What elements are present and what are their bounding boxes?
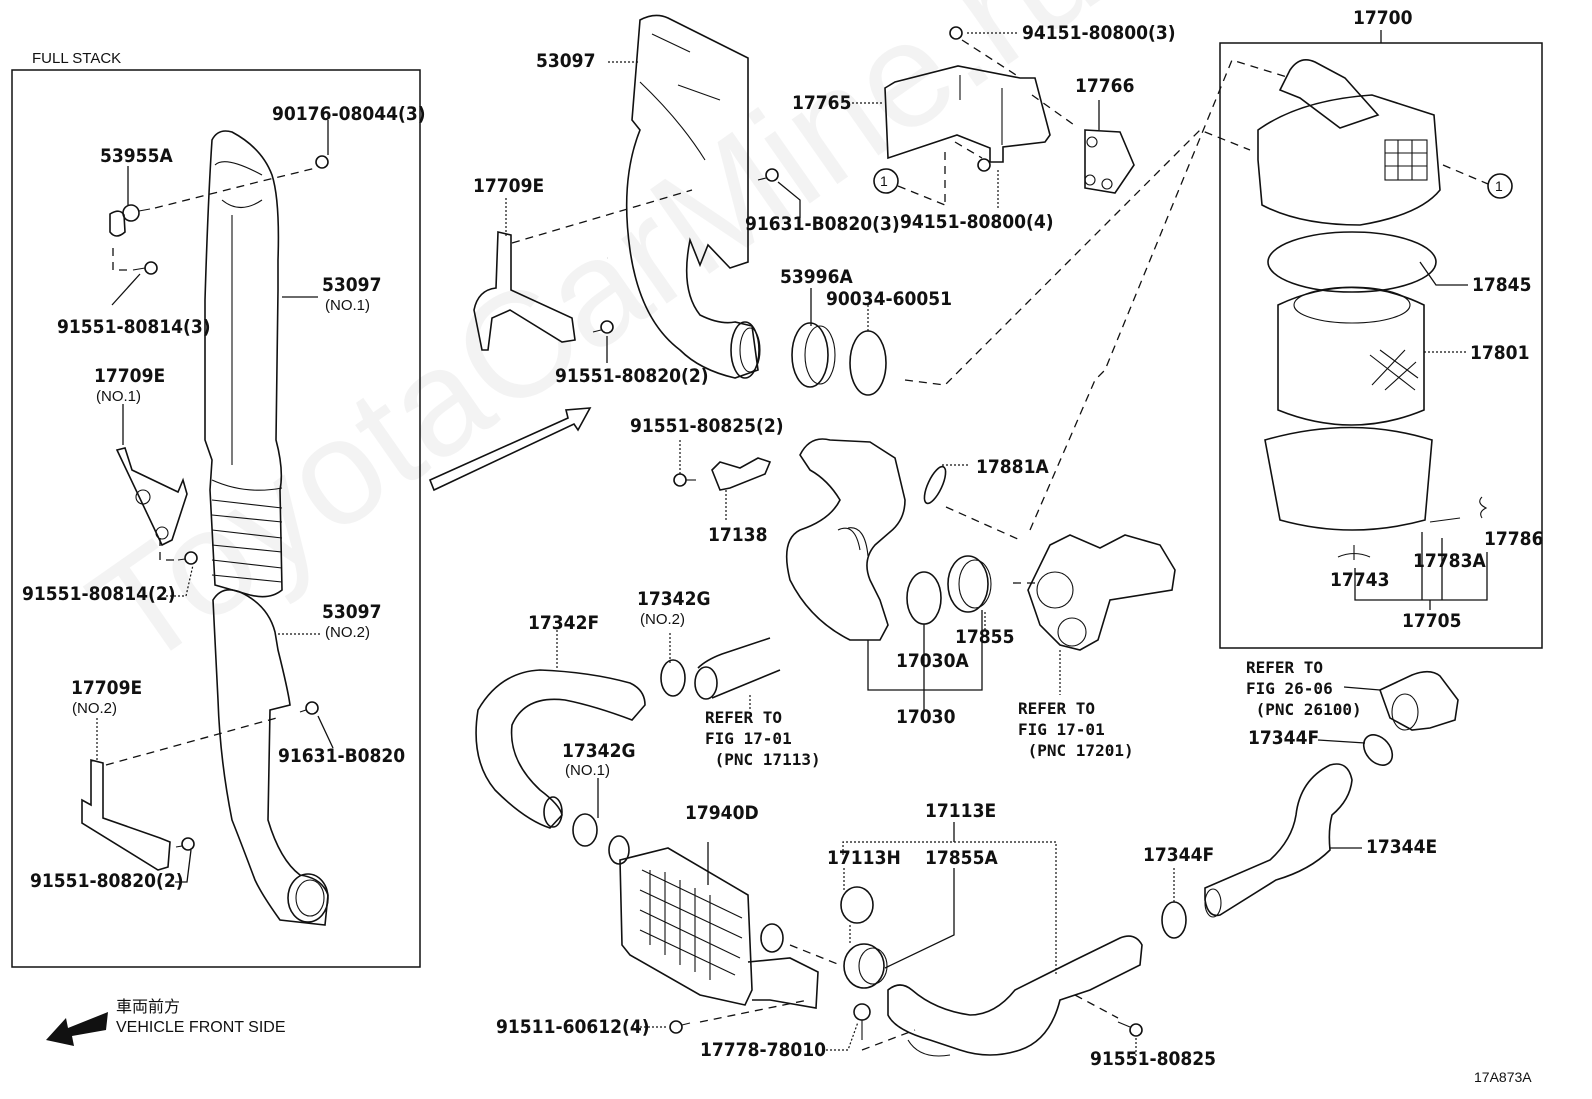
callout-circle-1-right xyxy=(1487,173,1513,199)
part-label-17801[interactable]: 17801 xyxy=(1470,342,1530,364)
part-label-17778-78010[interactable]: 17778-78010 xyxy=(700,1039,827,1061)
part-label-17030[interactable]: 17030 xyxy=(896,706,956,728)
part-label-17786[interactable]: 17786 xyxy=(1484,528,1544,550)
part-label-91551-80820-2-left[interactable]: 91551-80820(2) xyxy=(30,870,184,892)
air-cleaner-cap xyxy=(1257,94,1441,226)
callout-label-1-right: 1 xyxy=(1495,178,1503,194)
vehicle-front-label-en: VEHICLE FRONT SIDE xyxy=(116,1019,286,1036)
bracket-17709E-no2 xyxy=(81,758,171,871)
part-label-17845[interactable]: 17845 xyxy=(1472,274,1532,296)
part-label-17113H[interactable]: 17113H xyxy=(827,847,901,869)
air-inlet-stack-no2 xyxy=(212,589,329,926)
clamp-17344F-bottom xyxy=(1161,901,1187,939)
reference-note-pnc-17113[interactable]: REFER TO FIG 17-01 (PNC 17113) xyxy=(705,708,821,769)
bracket-53955A xyxy=(109,210,126,237)
part-label-53097-no2[interactable]: 53097 xyxy=(322,601,382,623)
filter-element-17801 xyxy=(1277,286,1425,426)
part-label-91551-80820-2-mid[interactable]: 91551-80820(2) xyxy=(555,365,709,387)
part-label-17700[interactable]: 17700 xyxy=(1353,7,1413,29)
hose-17344E xyxy=(1204,763,1353,917)
part-label-17342G-no1[interactable]: 17342G xyxy=(562,740,636,762)
part-label-17342F[interactable]: 17342F xyxy=(528,612,600,634)
part-label-17783A[interactable]: 17783A xyxy=(1413,550,1486,572)
flow-arrow xyxy=(428,407,592,492)
part-label-91511-60612-4[interactable]: 91511-60612(4) xyxy=(496,1016,650,1038)
pipe-17113E xyxy=(887,935,1143,1056)
thermostat-housing xyxy=(1379,670,1459,731)
callout-label-1-left: 1 xyxy=(880,173,888,189)
part-label-17743[interactable]: 17743 xyxy=(1330,569,1390,591)
part-label-17709E-no1[interactable]: 17709E xyxy=(94,365,166,387)
part-label-91551-80825[interactable]: 91551-80825 xyxy=(1090,1048,1217,1070)
part-label-90034-60051[interactable]: 90034-60051 xyxy=(826,288,953,310)
part-label-17344F-top[interactable]: 17344F xyxy=(1248,727,1320,749)
part-label-91551-80825-2[interactable]: 91551-80825(2) xyxy=(630,415,784,437)
part-label-17766[interactable]: 17766 xyxy=(1075,75,1135,97)
reference-note-pnc-26100[interactable]: REFER TO FIG 26-06 (PNC 26100) xyxy=(1246,658,1362,719)
hose-17342F xyxy=(475,669,646,829)
intercooler-17940D xyxy=(619,847,753,1006)
figure-code: 17A873A xyxy=(1474,1069,1532,1085)
full-stack-title: FULL STACK xyxy=(32,50,122,67)
part-label-53955A[interactable]: 53955A xyxy=(100,145,173,167)
part-sublabel-53097-no2: (NO.2) xyxy=(325,624,370,641)
clamp-17342G-no1 xyxy=(572,813,598,847)
part-label-17940D[interactable]: 17940D xyxy=(685,802,759,824)
part-label-17855A[interactable]: 17855A xyxy=(925,847,998,869)
part-sublabel-53097-no1: (NO.1) xyxy=(325,297,370,314)
clamp-17030A xyxy=(906,571,942,625)
hose-17855 xyxy=(947,555,989,613)
part-label-17855[interactable]: 17855 xyxy=(955,626,1015,648)
bracket-17709E-no1 xyxy=(115,447,188,547)
part-label-17030A[interactable]: 17030A xyxy=(896,650,969,672)
part-label-94151-80800-4[interactable]: 94151-80800(4) xyxy=(900,211,1054,233)
part-label-17881A[interactable]: 17881A xyxy=(976,456,1049,478)
air-inlet-stack-no1 xyxy=(204,130,283,598)
gasket-17845 xyxy=(1267,231,1437,293)
clamp-17881A xyxy=(923,465,947,505)
clamp-17344F-top xyxy=(1362,734,1394,766)
vehicle-front-arrow-icon xyxy=(46,1012,108,1046)
part-label-53097-top[interactable]: 53097 xyxy=(536,50,596,72)
part-sublabel-17342G-no1: (NO.1) xyxy=(565,762,610,779)
part-label-94151-80800-3[interactable]: 94151-80800(3) xyxy=(1022,22,1176,44)
clamp-17113H xyxy=(840,886,874,924)
part-label-53996A[interactable]: 53996A xyxy=(780,266,853,288)
hose-17855A xyxy=(843,943,885,989)
part-sublabel-17342G-no2: (NO.2) xyxy=(640,611,685,628)
part-label-91631-B0820-3[interactable]: 91631-B0820(3) xyxy=(745,213,900,235)
part-label-90176-08044[interactable]: 90176-08044(3) xyxy=(272,103,426,125)
part-label-17138[interactable]: 17138 xyxy=(708,524,768,546)
turbocharger xyxy=(1027,534,1176,651)
part-label-17709E-top[interactable]: 17709E xyxy=(473,175,545,197)
reference-note-pnc-17201[interactable]: REFER TO FIG 17-01 (PNC 17201) xyxy=(1018,699,1134,760)
hose-17030A xyxy=(785,438,906,641)
bracket-17709E-upper xyxy=(473,231,576,351)
part-label-91551-80814-2[interactable]: 91551-80814(2) xyxy=(22,583,176,605)
dust-cup xyxy=(1264,426,1433,531)
air-inlet-duct-53097 xyxy=(625,14,759,379)
bracket-17765 xyxy=(884,65,1051,163)
part-label-17765[interactable]: 17765 xyxy=(792,92,852,114)
part-label-17705[interactable]: 17705 xyxy=(1402,610,1462,632)
plate-17766 xyxy=(1084,129,1135,194)
vehicle-front-label-jp: 車両前方 xyxy=(116,999,181,1016)
clamp-17342G-no2 xyxy=(660,659,686,697)
callout-circle-1-left xyxy=(873,168,899,194)
part-sublabel-17709E-no1: (NO.1) xyxy=(96,388,141,405)
part-label-17113E[interactable]: 17113E xyxy=(925,800,997,822)
part-label-53097-no1[interactable]: 53097 xyxy=(322,274,382,296)
part-label-91631-B0820[interactable]: 91631-B0820 xyxy=(278,745,406,767)
part-sublabel-17709E-no2: (NO.2) xyxy=(72,700,117,717)
full-stack-box xyxy=(11,69,421,968)
part-label-17342G-no2[interactable]: 17342G xyxy=(637,588,711,610)
bracket-17138 xyxy=(711,457,772,491)
part-label-91551-80814-3[interactable]: 91551-80814(3) xyxy=(57,316,211,338)
part-label-17709E-no2[interactable]: 17709E xyxy=(71,677,143,699)
clamp-90034-60051 xyxy=(849,330,887,396)
part-label-17344F-bottom[interactable]: 17344F xyxy=(1143,844,1215,866)
part-label-17344E[interactable]: 17344E xyxy=(1366,836,1438,858)
hose-53996A xyxy=(791,322,829,388)
